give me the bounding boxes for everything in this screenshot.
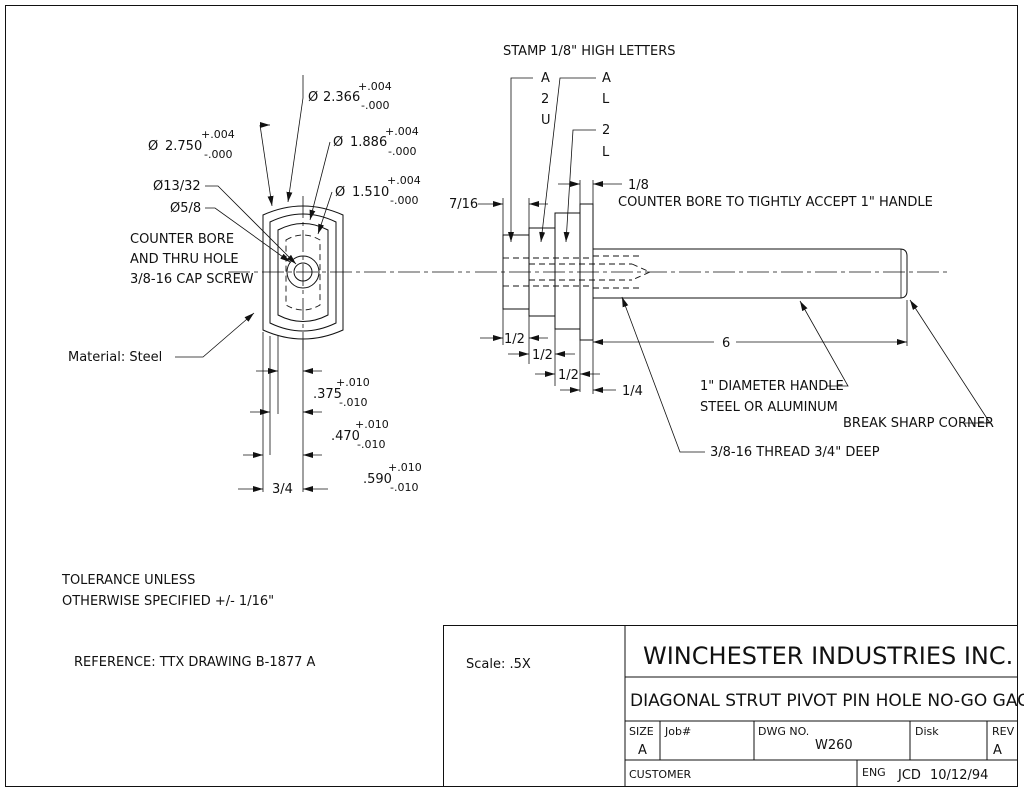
tb-eng-label: ENG — [862, 766, 886, 779]
note-thread: 3/8-16 THREAD 3/4" DEEP — [710, 445, 880, 460]
tb-dwg-label: DWG NO. — [758, 725, 809, 738]
note-tolerance-1: TOLERANCE UNLESS — [61, 573, 195, 588]
flange — [579, 203, 594, 341]
dim-7-16: 7/16 — [449, 197, 478, 212]
dim-2366-val: 2.366 — [323, 90, 360, 105]
dim-3-4: 3/4 — [272, 482, 293, 497]
note-counterbore-3: 3/8-16 CAP SCREW — [130, 272, 254, 287]
note-handle-2: STEEL OR ALUMINUM — [700, 400, 838, 415]
dim-half-b: 1/2 — [532, 348, 553, 363]
profile-3 — [277, 223, 329, 322]
front-view — [228, 196, 470, 350]
dim-2366-sym: Ø — [308, 90, 318, 105]
profile-2 — [269, 213, 337, 332]
dim-quarter: 1/4 — [622, 384, 643, 399]
dim-1886-minus: -.000 — [388, 145, 416, 158]
note-counterbore-handle: COUNTER BORE TO TIGHTLY ACCEPT 1" HANDLE — [618, 195, 933, 210]
stamp-c1-2: U — [541, 113, 551, 128]
front-dims: Ø 2.366 +.004 -.000 Ø 2.750 +.004 -.000 … — [68, 75, 422, 497]
dim-half-a: 1/2 — [504, 332, 525, 347]
stamp-c2-0: A — [602, 71, 611, 86]
dim-1886-val: 1.886 — [350, 135, 387, 150]
note-counterbore-2: AND THRU HOLE — [130, 252, 239, 267]
dim-590-plus: +.010 — [388, 461, 422, 474]
dim-1510-sym: Ø — [335, 185, 345, 200]
note-tolerance-2: OTHERWISE SPECIFIED +/- 1/16" — [62, 594, 274, 609]
dim-590-minus: -.010 — [390, 481, 418, 494]
note-material: Material: Steel — [68, 350, 162, 365]
stamp-c1-0: A — [541, 71, 550, 86]
note-counterbore-1: COUNTER BORE — [130, 232, 234, 247]
dim-1510-plus: +.004 — [387, 174, 421, 187]
tb-eng: JCD — [897, 768, 921, 783]
dim-2750-sym: Ø — [148, 139, 158, 154]
stamp-c1-1: 2 — [541, 92, 549, 107]
dim-590-val: .590 — [363, 472, 392, 487]
dim-470-plus: +.010 — [355, 418, 389, 431]
dim-1-8: 1/8 — [628, 178, 649, 193]
dim-2366-plus: +.004 — [358, 80, 392, 93]
dim-1886-sym: Ø — [333, 135, 343, 150]
thru-hole-circle — [293, 262, 313, 282]
note-reference: REFERENCE: TTX DRAWING B-1877 A — [74, 655, 316, 670]
tb-dwg: W260 — [815, 738, 853, 753]
tb-company: WINCHESTER INDUSTRIES INC. — [643, 642, 1013, 670]
dim-375-plus: +.010 — [336, 376, 370, 389]
note-handle-1: 1" DIAMETER HANDLE — [700, 379, 844, 394]
tb-rev-label: REV — [992, 725, 1015, 738]
dim-375-minus: -.010 — [339, 396, 367, 409]
side-annotations: STAMP 1/8" HIGH LETTERS A 2 U A L 2 L 1/… — [449, 44, 994, 460]
stamp-c3-1: L — [602, 145, 610, 160]
note-stamp: STAMP 1/8" HIGH LETTERS — [503, 44, 676, 59]
title-block: Scale: .5X WINCHESTER INDUSTRIES INC. DI… — [443, 625, 1024, 787]
tb-title: DIAGONAL STRUT PIVOT PIN HOLE NO-GO GAGE — [630, 691, 1024, 711]
note-break-corner: BREAK SHARP CORNER — [843, 416, 994, 431]
handle — [593, 248, 908, 299]
stamp-c3-0: 2 — [602, 123, 610, 138]
dim-5-8: Ø5/8 — [170, 201, 201, 216]
dim-470-val: .470 — [331, 429, 360, 444]
tb-size-label: SIZE — [629, 725, 654, 738]
outer-profile — [262, 205, 344, 340]
side-view — [475, 203, 948, 341]
dim-1886-plus: +.004 — [385, 125, 419, 138]
dim-six: 6 — [722, 336, 730, 351]
tb-size: A — [638, 743, 647, 758]
dim-2366-minus: -.000 — [361, 99, 389, 112]
stamp-c2-1: L — [602, 92, 610, 107]
dim-2750-plus: +.004 — [201, 128, 235, 141]
dim-2750-minus: -.000 — [204, 148, 232, 161]
step-3 — [554, 212, 581, 330]
tb-customer-label: CUSTOMER — [629, 768, 692, 781]
tb-scale: Scale: .5X — [466, 657, 531, 672]
tb-rev: A — [993, 743, 1002, 758]
tb-job-label: Job# — [664, 725, 691, 738]
profile-4 — [285, 234, 321, 311]
dim-1510-minus: -.000 — [390, 194, 418, 207]
dim-375-val: .375 — [313, 387, 342, 402]
tb-date: 10/12/94 — [930, 768, 988, 783]
dim-470-minus: -.010 — [357, 438, 385, 451]
dim-13-32: Ø13/32 — [153, 179, 201, 194]
counterbore-circle — [286, 255, 320, 289]
dim-1510-val: 1.510 — [352, 185, 389, 200]
tb-disk-label: Disk — [915, 725, 939, 738]
dim-half-c: 1/2 — [558, 368, 579, 383]
dim-2750-val: 2.750 — [165, 139, 202, 154]
